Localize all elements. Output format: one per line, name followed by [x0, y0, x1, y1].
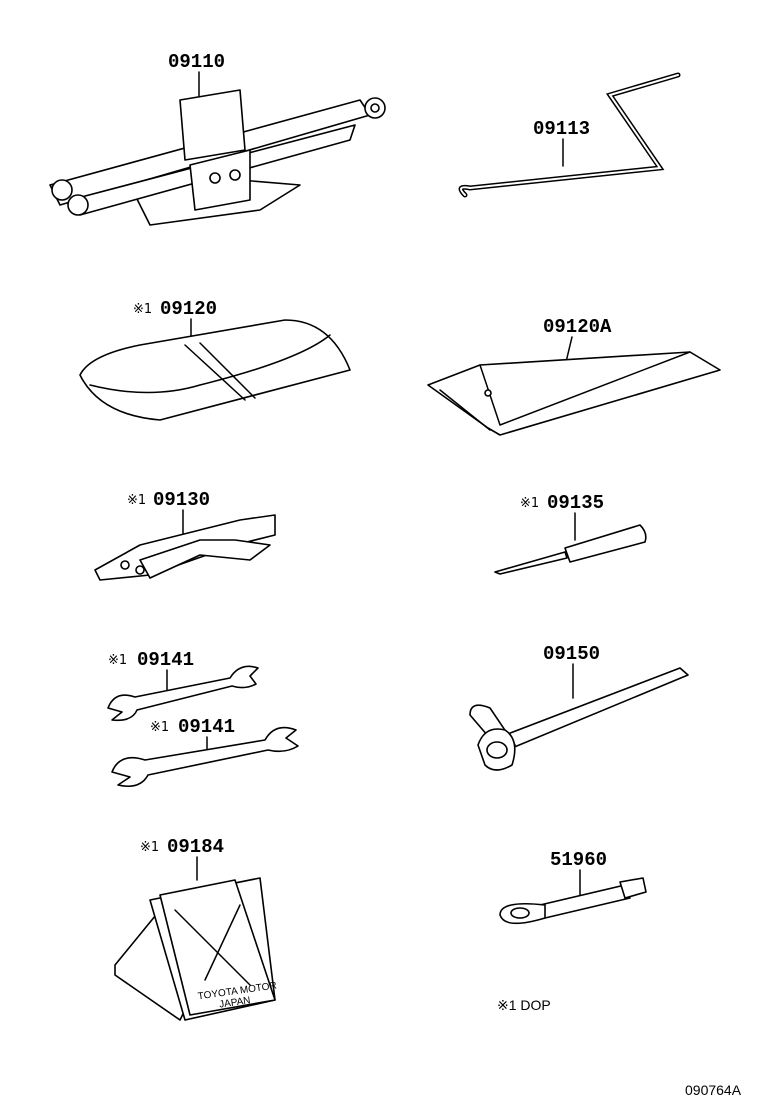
part-label[interactable]: 09141 [137, 649, 194, 671]
part-51960-towing-eye[interactable]: 51960 [499, 849, 647, 925]
part-label[interactable]: 09130 [153, 489, 210, 511]
part-label[interactable]: 09110 [168, 51, 225, 73]
dop-marker: ※1 [127, 493, 146, 508]
part-09135-screwdriver[interactable]: ※1 09135 [494, 492, 647, 575]
dop-marker: ※1 [140, 840, 159, 855]
part-label[interactable]: 09141 [178, 716, 235, 738]
part-label[interactable]: 09120 [160, 298, 217, 320]
dop-marker: ※1 [520, 496, 539, 511]
part-label[interactable]: 51960 [550, 849, 607, 871]
diagram-id: 090764A [685, 1082, 742, 1098]
part-09120-tool-bag[interactable]: ※1 09120 [79, 298, 351, 421]
part-09120A-tool-tray[interactable]: 09120A [427, 316, 721, 436]
part-label[interactable]: 09150 [543, 643, 600, 665]
part-label[interactable]: 09135 [547, 492, 604, 514]
part-09110-jack[interactable]: 09110 [49, 51, 386, 226]
chock-logo-text: JAPAN [219, 995, 252, 1010]
part-09113-jack-handle[interactable]: 09113 [458, 72, 681, 198]
part-label[interactable]: 09120A [543, 316, 612, 338]
leader-line [565, 336, 573, 363]
part-09130-pliers[interactable]: ※1 09130 [94, 489, 276, 581]
part-label[interactable]: 09113 [533, 118, 590, 140]
dop-marker: ※1 [133, 302, 152, 317]
part-label[interactable]: 09184 [167, 836, 224, 858]
part-09141-wrench-small[interactable]: ※1 09141 [107, 649, 259, 722]
part-09184-wheel-chock[interactable]: ※1 09184 TOYOTA MOTOR JAPAN [114, 836, 279, 1021]
part-09141-wrench-large[interactable]: ※1 09141 [111, 716, 299, 788]
legend-note-dop: ※1 DOP [497, 997, 551, 1013]
dop-marker: ※1 [150, 720, 169, 735]
part-09150-lug-wrench[interactable]: 09150 [469, 643, 689, 771]
dop-marker: ※1 [108, 653, 127, 668]
